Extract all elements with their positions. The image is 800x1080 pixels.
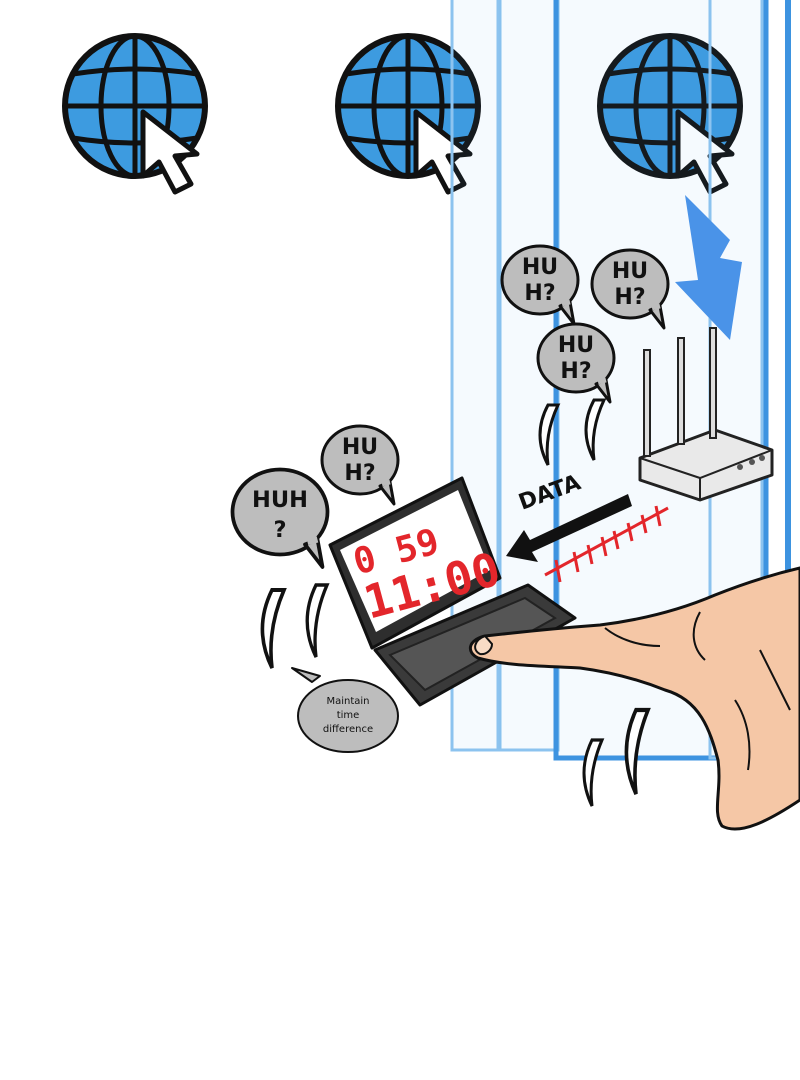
bubble-text: H? (614, 285, 645, 310)
router-icon (638, 327, 774, 502)
bubble-text: H? (524, 281, 555, 306)
laptop-screen (340, 490, 490, 632)
speech-bubble: HU H? (322, 426, 398, 504)
bubble-text: H? (560, 359, 591, 384)
bubble-text: HU (522, 255, 558, 280)
pointing-hand-icon (468, 566, 800, 831)
bubble-text: H? (344, 461, 375, 486)
bubble-text: ? (273, 517, 286, 543)
caption-line: Maintain (326, 696, 369, 707)
bubble-text: HU (342, 435, 378, 460)
speech-bubble: HU H? (538, 324, 614, 402)
red-timeline (544, 505, 669, 583)
bubble-text: HUH (252, 487, 308, 513)
globe-cursor-icon (65, 36, 205, 192)
lightning-bolt-icon (675, 195, 742, 340)
speech-bubble: HU H? (502, 246, 578, 324)
speech-bubble: HU H? (592, 250, 668, 328)
caption-line: time (337, 710, 360, 721)
laptop-icon: 0 59 11:00 (328, 476, 577, 707)
bubble-text: HU (612, 259, 648, 284)
caption-line: difference (323, 724, 373, 735)
caption-bubble: Maintain time difference (291, 667, 399, 753)
bubble-text: HU (558, 333, 594, 358)
speech-bubble: HUH ? (233, 470, 328, 568)
